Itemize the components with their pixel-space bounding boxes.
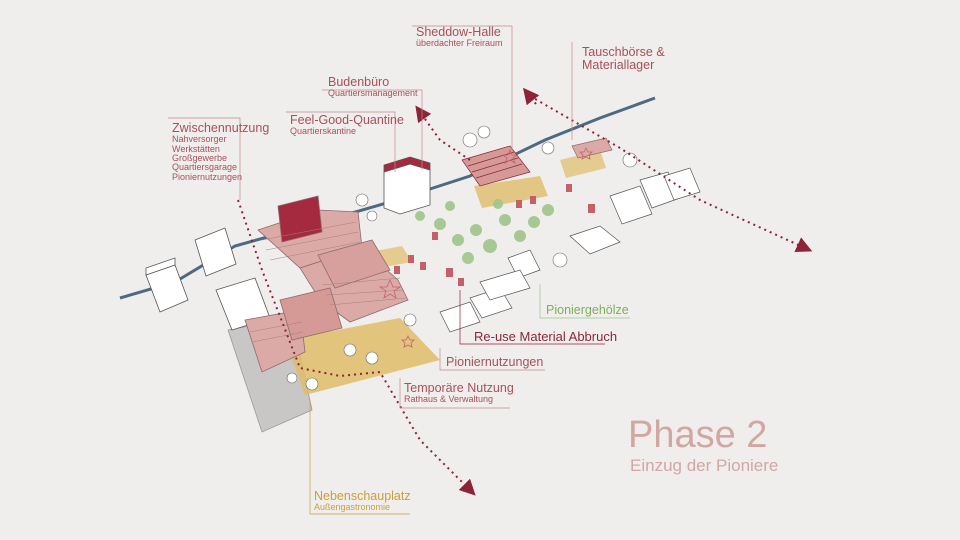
reuse-material-blocks [394,184,595,286]
pioneer-trees [415,199,554,264]
circulation-arrows [237,87,813,496]
existing-buildings-left [145,227,271,331]
existing-buildings-right [439,167,701,333]
outline-trees [286,125,638,391]
building-floor-lines [249,221,407,343]
tausch-building [571,137,613,159]
label-reuse-material: Re-use Material Abbruch [474,330,617,344]
neben-subtitle: Außengastronomie [314,502,391,513]
plaza-ochre-tausch [560,150,606,178]
neben-title: Nebenschauplatz [314,489,411,503]
plaza-ochre [285,318,440,395]
buden-subtitle: Quartiersmanagement [328,88,418,99]
label-budenbuero: Budenbüro Quartiersmanagement [328,75,418,99]
temp-title: Temporäre Nutzung [404,381,514,395]
zwischen-item: Großgewerbe [172,153,228,163]
zwischen-item: Quartiersgarage [172,162,238,173]
buden-title: Budenbüro [328,75,390,89]
feel-subtitle: Quartierskantine [290,126,357,137]
plaza-ochre-sheddow [474,176,548,208]
label-zwischennutzung: Zwischennutzung Nahversorger Werkstätten… [172,121,270,182]
phase-title: Phase 2 [628,414,768,456]
sheddow-halle-roof [461,145,531,187]
reuse-title: Re-use Material Abbruch [474,329,618,344]
zwischen-title: Zwischennutzung [172,121,270,135]
pioniergehoelze-title: Pioniergehölze [546,303,629,317]
label-temporaere-nutzung: Temporäre Nutzung Rathaus & Verwaltung [404,381,514,405]
label-sheddow-halle: Sheddow-Halle überdachter Freiraum [416,25,503,49]
label-tauschboerse: Tauschbörse & Materiallager [582,45,665,73]
zwischen-item: Werkstätten [172,143,220,154]
sheddow-subtitle: überdachter Freiraum [416,38,503,49]
label-nebenschauplatz: Nebenschauplatz Außengastronomie [314,489,411,513]
tausch-title-line2: Materiallager [582,58,655,73]
phase-subtitle: Einzug der Pioniere [630,456,779,475]
sheddow-title: Sheddow-Halle [416,25,501,39]
zwischen-item: Nahversorger [172,134,227,145]
feel-title: Feel-Good-Quantine [290,113,404,127]
main-building-complex [244,195,409,373]
label-pioniernutzungen: Pioniernutzungen [446,355,544,369]
pioneer-stars [378,147,593,348]
tower-building [383,156,431,215]
tausch-title-line1: Tauschbörse & [582,45,665,59]
label-pioniergehoelze: Pioniergehölze [546,303,629,317]
pioniernutzungen-title: Pioniernutzungen [446,355,544,369]
label-leaders [168,25,630,515]
temp-subtitle: Rathaus & Verwaltung [404,394,494,405]
label-feel-good-quantine: Feel-Good-Quantine Quartierskantine [290,113,404,137]
zwischen-item: Pioniernutzungen [172,171,243,182]
